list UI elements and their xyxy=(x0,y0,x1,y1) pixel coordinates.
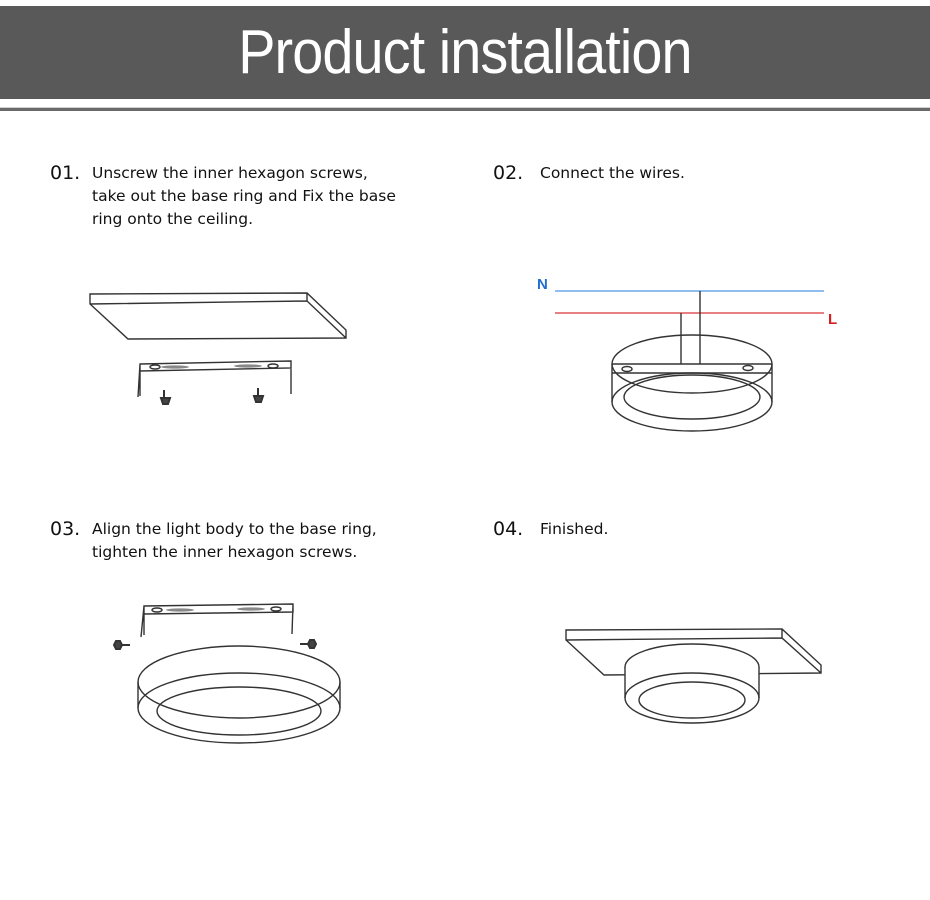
step-description: Connect the wires. xyxy=(540,162,685,185)
step-line: tighten the inner hexagon screws. xyxy=(92,543,358,561)
step-description: Finished. xyxy=(540,518,608,541)
live-wire-label: L xyxy=(828,311,838,328)
step-number: 01. xyxy=(50,162,81,184)
step-line: ring onto the ceiling. xyxy=(92,210,253,228)
step-number: 04. xyxy=(493,518,524,540)
page-title: Product installation xyxy=(238,18,692,87)
step-line: Align the light body to the base ring, xyxy=(92,520,377,538)
step-line: Finished. xyxy=(540,520,609,538)
step-description: Align the light body to the base ring, t… xyxy=(92,518,377,564)
title-banner: Product installation xyxy=(0,6,930,99)
step-number: 02. xyxy=(493,162,524,184)
neutral-wire-label: N xyxy=(537,276,548,293)
step-line: Unscrew the inner hexagon screws, xyxy=(92,164,368,182)
step-line: Connect the wires. xyxy=(540,164,685,182)
step-description: Unscrew the inner hexagon screws, take o… xyxy=(92,162,396,231)
step-number: 03. xyxy=(50,518,81,540)
divider xyxy=(0,107,930,111)
step-line: take out the base ring and Fix the base xyxy=(92,187,396,205)
